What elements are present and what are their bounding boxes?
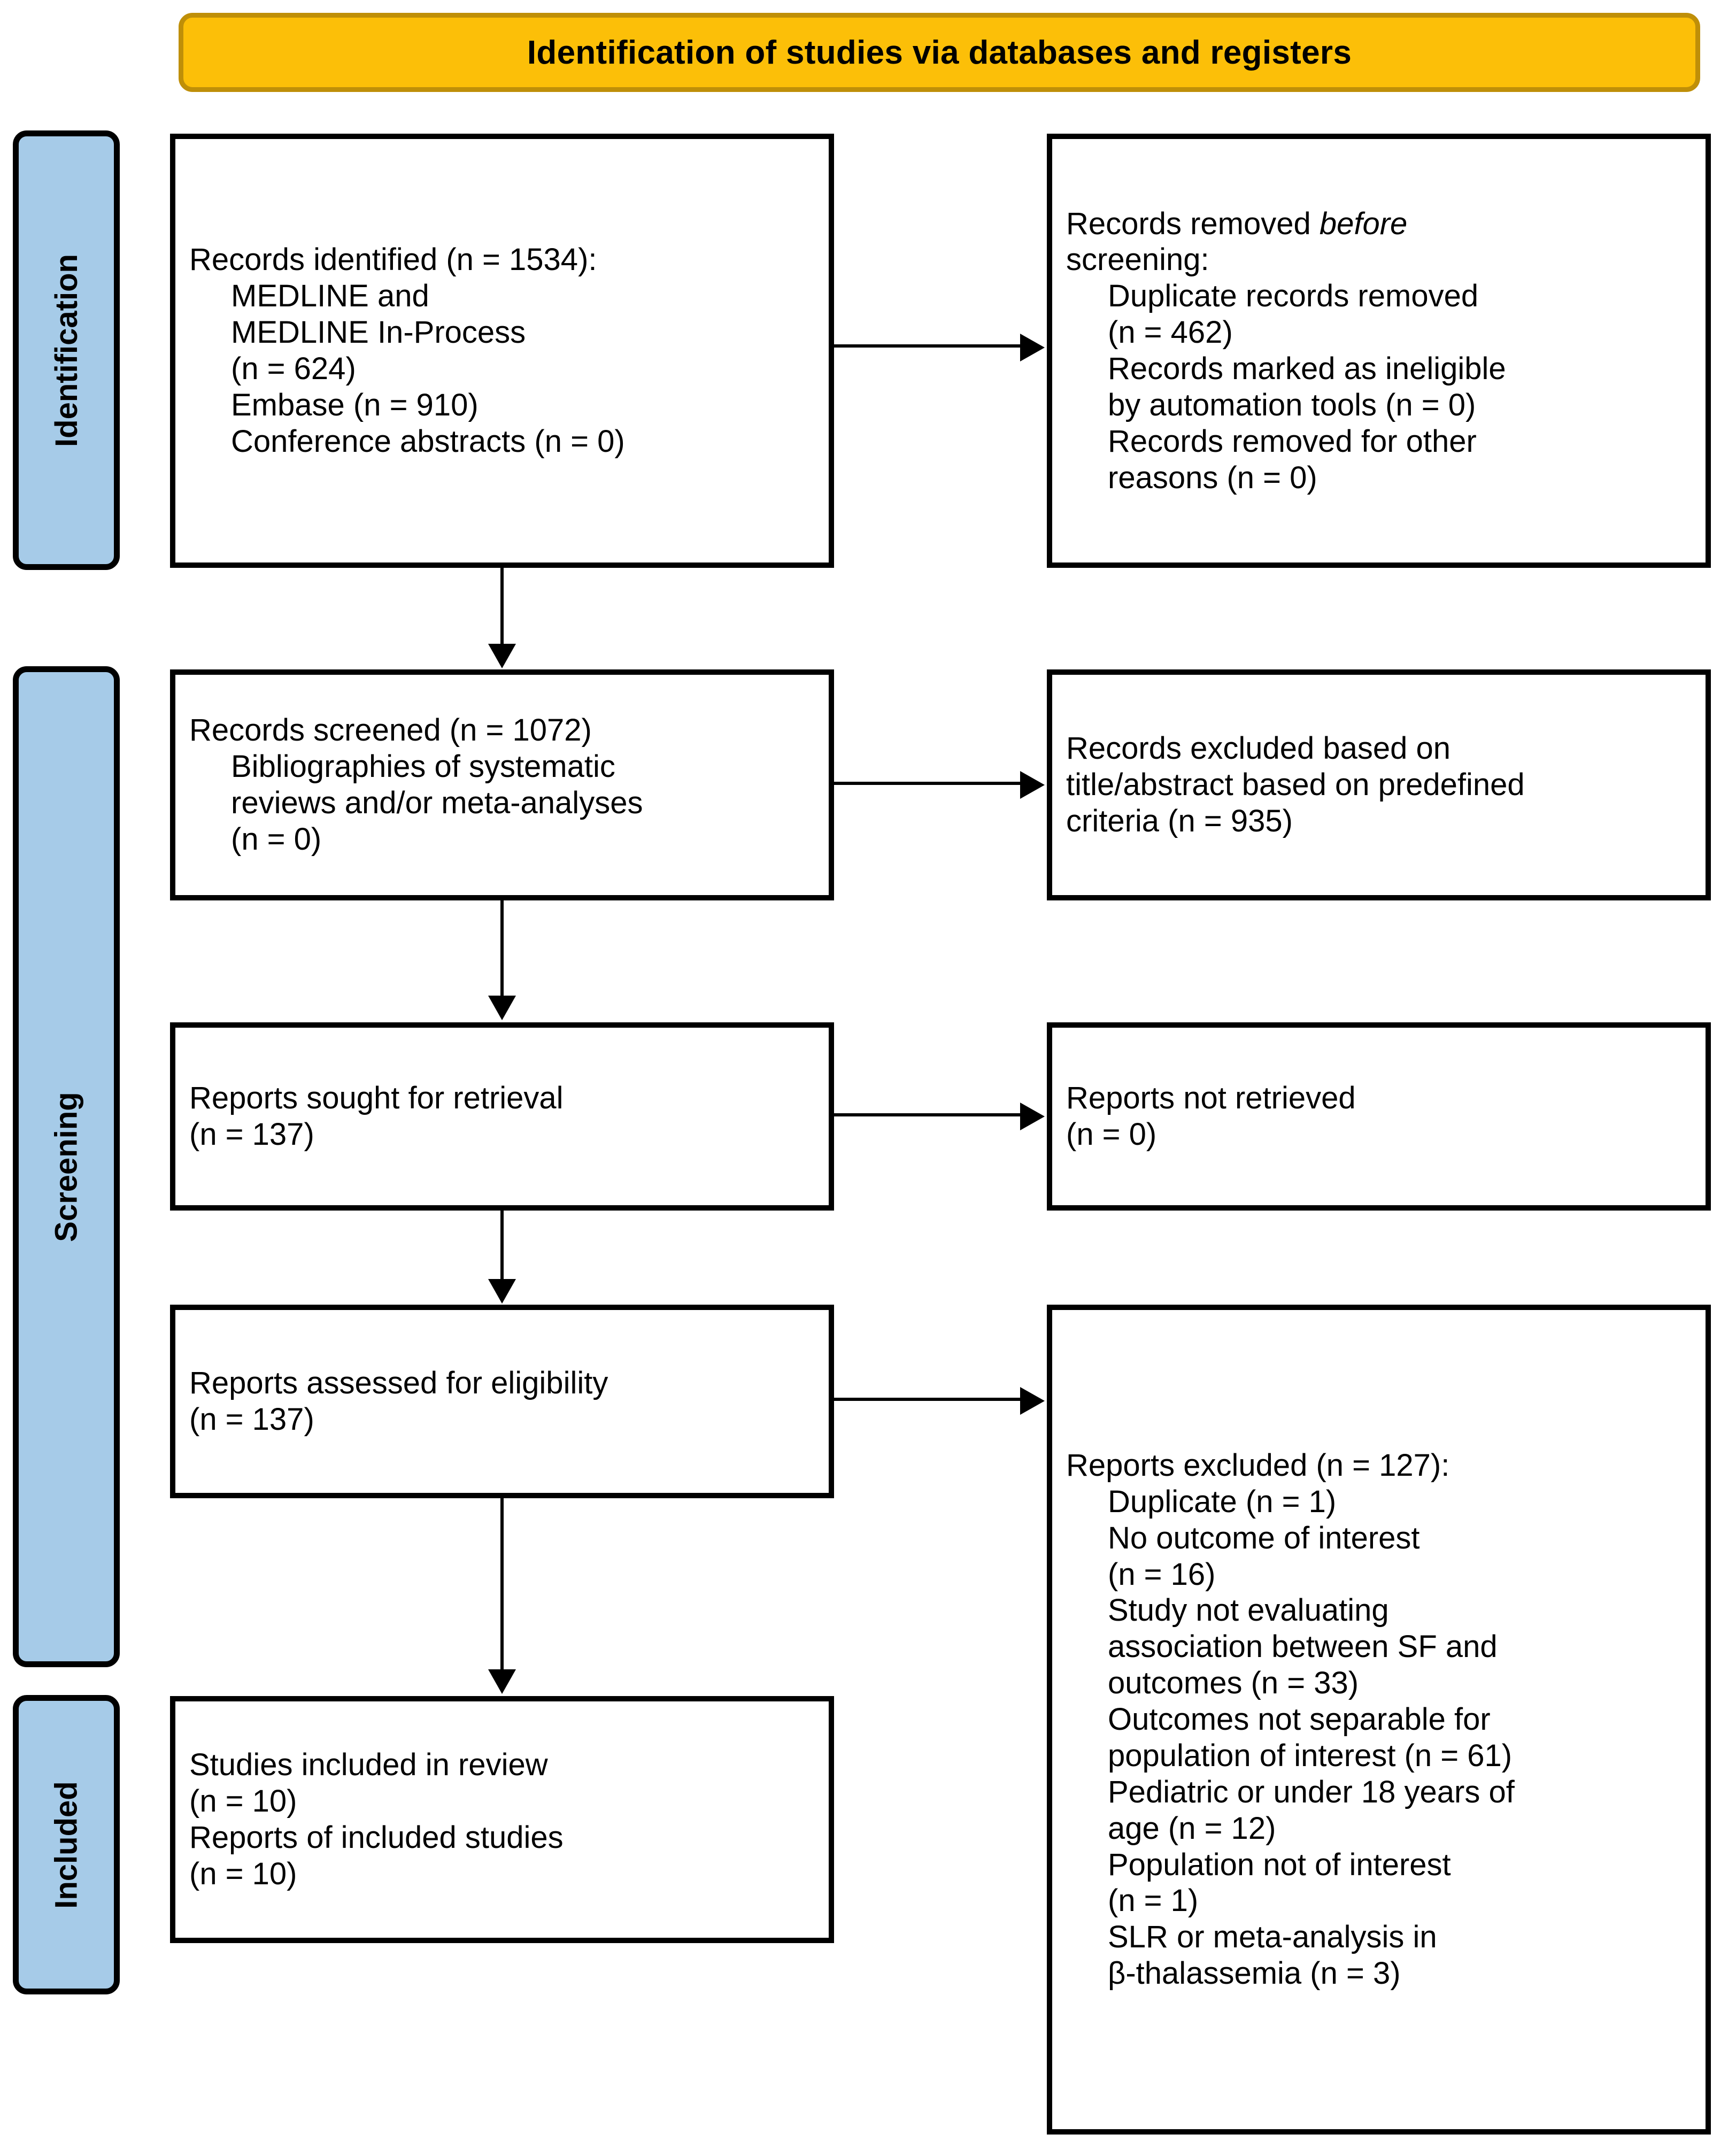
box-text-line: Records screened (n = 1072) [189,713,592,748]
box-text-line: MEDLINE In-Process [231,315,526,350]
box-text-line: Duplicate (n = 1) [1108,1484,1337,1519]
box-text-line: MEDLINE and [231,279,429,314]
box-text-line: title/abstract based on predefined [1066,767,1525,803]
box-text-line: Reports of included studies [189,1820,564,1855]
box-text-line: β-thalassemia (n = 3) [1108,1956,1401,1991]
connector-screened-to-sought [500,900,504,997]
box-text-line: SLR or meta-analysis in [1108,1920,1437,1955]
box-text-line: criteria (n = 935) [1066,803,1293,838]
box-text-line: (n = 16) [1108,1557,1216,1592]
box-text-line: Reports not retrieved [1066,1081,1356,1116]
stage-label-included: Included [13,1695,120,1994]
box-text-line: Records removed before [1066,206,1408,241]
page-title: Identification of studies via databases … [527,34,1352,71]
box-text-line: population of interest (n = 61) [1108,1738,1513,1773]
diagram-header-banner: Identification of studies via databases … [179,13,1700,92]
box-text-line: Records removed for other [1108,423,1477,459]
arrowhead-down-to-assessed [488,1279,516,1304]
box-text-line: Conference abstracts (n = 0) [231,423,625,459]
box-text-line: (n = 10) [189,1856,297,1891]
box-reports-not-retrieved: Reports not retrieved(n = 0) [1047,1022,1711,1211]
box-text-line: Study not evaluating [1108,1593,1389,1628]
arrowhead-down-to-screened [488,644,516,668]
box-text-line: Embase (n = 910) [231,387,479,422]
box-text-line: (n = 0) [1066,1117,1157,1152]
connector-assessed-to-included [500,1498,504,1670]
box-reports-excluded: Reports excluded (n = 127):Duplicate (n … [1047,1305,1711,2135]
box-text-line: Studies included in review [189,1747,548,1783]
stage-label-screening: Screening [13,666,120,1667]
box-studies-included-in-review: Studies included in review(n = 10)Report… [170,1696,834,1943]
box-text-line: Records excluded based on [1066,731,1451,766]
box-text-line: age (n = 12) [1108,1810,1276,1846]
box-text-line: (n = 1) [1108,1883,1199,1918]
box-text-line: (n = 0) [231,821,322,857]
box-text-line: reviews and/or meta-analyses [231,785,643,820]
box-text-line: Pediatric or under 18 years of [1108,1774,1515,1809]
connector-assessed-to-reports-excluded [834,1398,1032,1401]
box-text-line: Duplicate records removed [1108,279,1479,314]
stage-label-identification: Identification [13,130,120,570]
box-reports-assessed-for-eligibility: Reports assessed for eligibility(n = 137… [170,1305,834,1498]
box-text-line: Outcomes not separable for [1108,1702,1491,1737]
arrowhead-right-to-not-retrieved [1020,1103,1045,1130]
box-text-line: screening: [1066,242,1209,278]
box-text-line: Reports excluded (n = 127): [1066,1448,1450,1483]
box-text-line: Bibliographies of systematic [231,749,615,784]
box-text-line: No outcome of interest [1108,1520,1420,1555]
box-records-identified: Records identified (n = 1534):MEDLINE an… [170,134,834,568]
arrowhead-right-to-removed-before [1020,334,1045,361]
connector-sought-to-assessed [500,1211,504,1280]
box-reports-sought-for-retrieval: Reports sought for retrieval(n = 137) [170,1022,834,1211]
box-text-line: association between SF and [1108,1629,1498,1665]
arrowhead-right-to-reports-excluded [1020,1387,1045,1415]
stage-label-screening-text: Screening [49,1091,84,1242]
box-text-line: (n = 137) [189,1117,314,1152]
box-text-line: by automation tools (n = 0) [1108,387,1476,422]
box-text-line: (n = 624) [231,351,356,386]
stage-label-included-text: Included [49,1781,84,1909]
box-text-line: (n = 10) [189,1784,297,1819]
box-text-line: (n = 137) [189,1402,314,1437]
arrowhead-down-to-included [488,1669,516,1694]
box-text-line: Records identified (n = 1534): [189,242,597,278]
arrowhead-down-to-sought [488,996,516,1020]
box-text-line: Population not of interest [1108,1847,1451,1882]
box-text-line: Reports assessed for eligibility [189,1366,608,1401]
box-text-line: Reports sought for retrieval [189,1081,564,1116]
connector-identified-to-screened [500,568,504,647]
box-text-line: reasons (n = 0) [1108,460,1317,495]
box-text-line: Records marked as ineligible [1108,351,1506,386]
arrowhead-right-to-excluded-ta [1020,771,1045,799]
box-text-line: outcomes (n = 33) [1108,1666,1359,1701]
connector-sought-to-not-retrieved [834,1113,1032,1116]
connector-identified-to-removed-before [834,344,1032,348]
connector-screened-to-excluded-ta [834,782,1032,785]
box-text-line: (n = 462) [1108,315,1233,350]
box-records-screened: Records screened (n = 1072)Bibliographie… [170,669,834,900]
stage-label-identification-text: Identification [49,253,84,447]
